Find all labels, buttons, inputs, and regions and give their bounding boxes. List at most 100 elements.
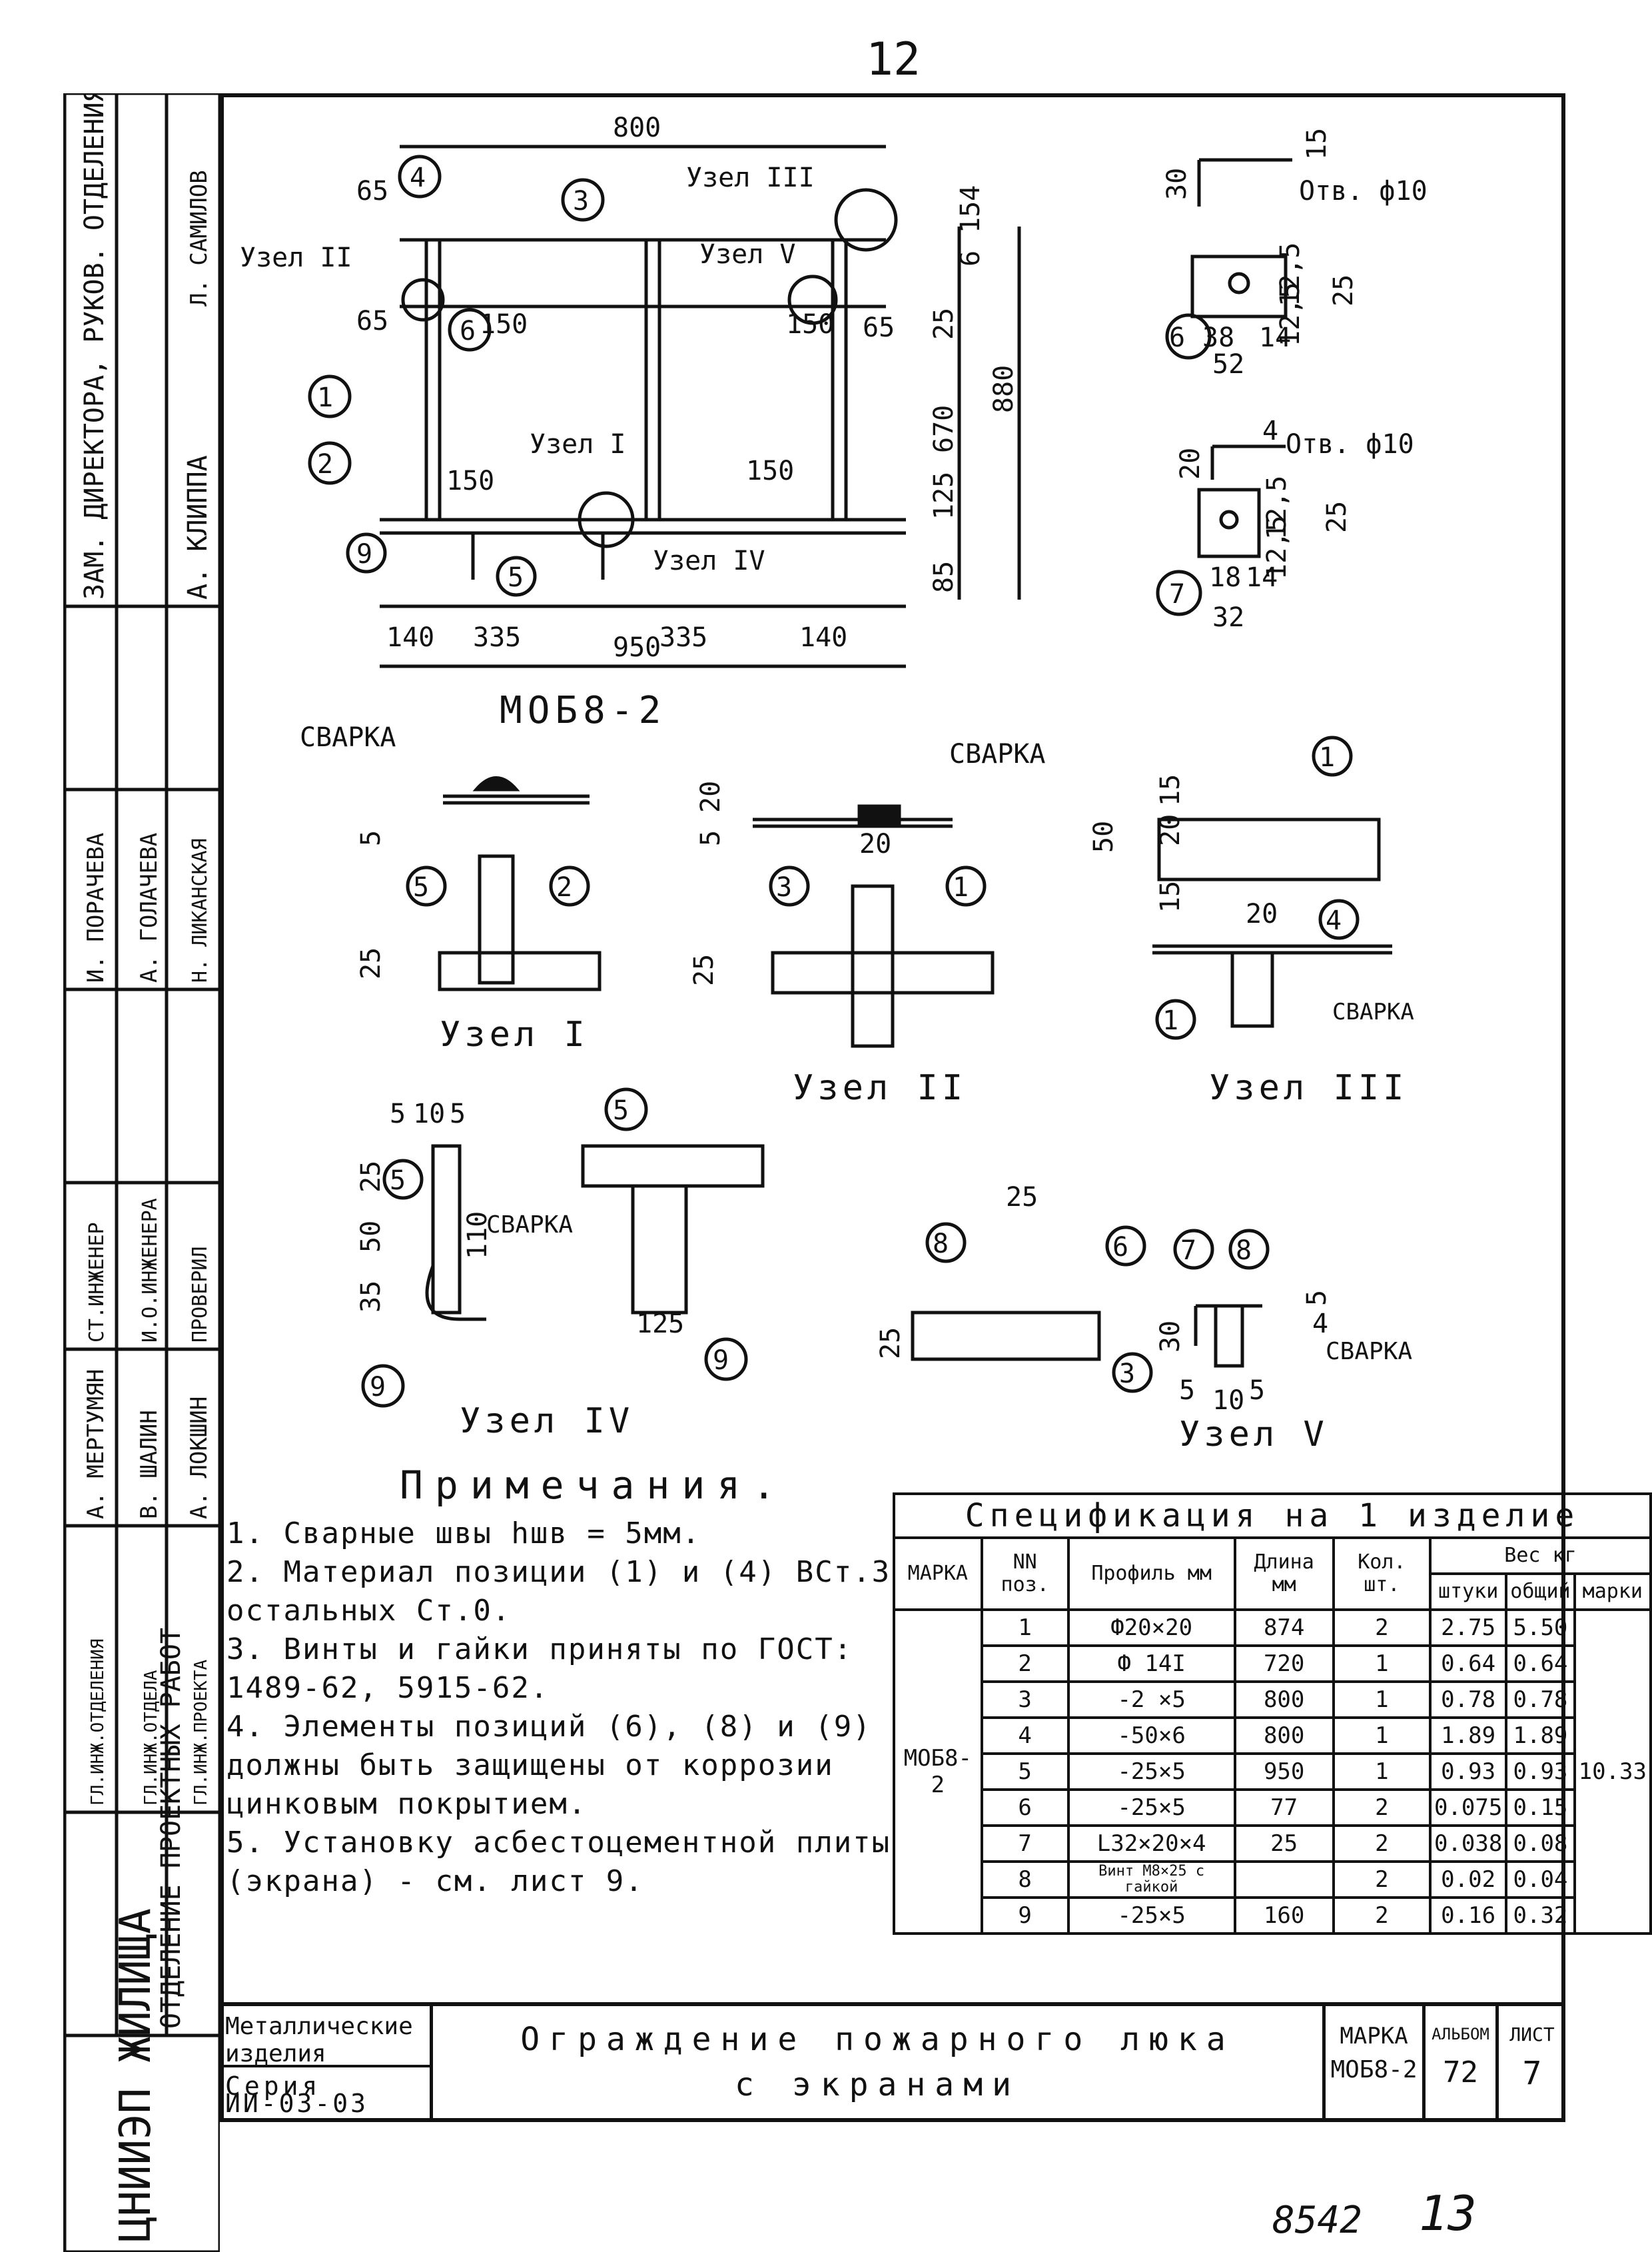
tb-category: Металлические изделия	[225, 2013, 413, 2067]
sidebar-stamp: ЗАМ. ДИРЕКТОРА, РУКОВ. ОТДЕЛЕНИЯ А. КЛИП…	[63, 93, 220, 2252]
svg-text:Отв. ф10: Отв. ф10	[1286, 429, 1414, 460]
stamp-org: ЦНИИЭП ЖИЛИЩА	[111, 1908, 161, 2242]
svg-text:140: 140	[799, 622, 847, 653]
spec-header-nn: NN поз.	[980, 1536, 1070, 1611]
svg-text:335: 335	[473, 622, 521, 653]
svg-text:150: 150	[446, 466, 494, 496]
notes-section: Примечания. 1. Сварные швы hшв = 5мм. 2.…	[226, 1462, 926, 1901]
svg-text:5: 5	[390, 1165, 406, 1196]
spec-mark-weight: 10.33	[1573, 1608, 1652, 1935]
spec-header-weight: Вес кг	[1428, 1536, 1652, 1575]
spec-header-total: общий	[1505, 1572, 1576, 1611]
svg-text:СВАРКА: СВАРКА	[1326, 1338, 1412, 1365]
svg-text:5: 5	[390, 1099, 406, 1129]
svg-text:32: 32	[1212, 602, 1244, 633]
svg-text:880: 880	[989, 365, 1019, 413]
svg-text:5: 5	[613, 1095, 629, 1126]
svg-text:8: 8	[933, 1229, 949, 1259]
stamp-name-2: Л. САМИЛОВ	[186, 170, 212, 306]
svg-text:3: 3	[1119, 1359, 1135, 1389]
svg-text:10: 10	[413, 1099, 445, 1129]
svg-text:СВАРКА: СВАРКА	[486, 1211, 573, 1239]
spec-header-length: Длина мм	[1233, 1536, 1335, 1611]
svg-text:3: 3	[776, 872, 792, 903]
svg-text:12,5: 12,5	[1275, 282, 1306, 346]
note-2: 2. Материал позиции (1) и (4) ВСт.3 оста…	[226, 1555, 891, 1628]
bottom-number: 13	[1419, 2185, 1477, 2241]
drawing-frame	[220, 93, 1565, 2122]
stamp-role-9: ПРОВЕРИЛ	[189, 1247, 212, 1343]
tb-sheet-label: ЛИСТ	[1509, 2023, 1555, 2045]
svg-text:Узел I: Узел I	[530, 429, 626, 460]
svg-text:25: 25	[1006, 1182, 1038, 1213]
svg-text:7: 7	[1180, 1235, 1196, 1266]
tb-series: ИИ-03-03	[225, 2089, 369, 2118]
svg-text:12,5: 12,5	[1275, 243, 1306, 306]
svg-text:Отв. ф10: Отв. ф10	[1299, 176, 1428, 207]
stamp-name-4: А. ГОЛАЧЕВА	[136, 833, 163, 983]
svg-text:2: 2	[556, 872, 572, 903]
svg-text:1: 1	[1162, 1005, 1178, 1036]
svg-text:25: 25	[1322, 501, 1352, 533]
svg-text:5: 5	[1302, 1290, 1332, 1306]
svg-text:670: 670	[929, 405, 959, 453]
notes-title: Примечания.	[400, 1462, 788, 1508]
svg-text:30: 30	[1162, 168, 1192, 200]
svg-text:4: 4	[1262, 416, 1278, 446]
svg-text:14: 14	[1246, 562, 1278, 593]
svg-text:10: 10	[1212, 1385, 1244, 1416]
svg-text:15: 15	[1302, 128, 1332, 160]
svg-text:65: 65	[356, 306, 388, 336]
stamp-name-7: В. ШАЛИН	[136, 1410, 163, 1519]
spec-mark: МОБ8-2	[893, 1608, 983, 1935]
svg-text:СВАРКА: СВАРКА	[300, 722, 396, 753]
svg-text:25: 25	[689, 954, 719, 986]
stamp-name-3: И. ПОРАЧЕВА	[83, 833, 109, 983]
stamp-name-5: Н. ЛИКАНСКАЯ	[189, 838, 212, 983]
svg-text:25: 25	[875, 1327, 906, 1359]
spec-header-qty: Кол. шт.	[1332, 1536, 1432, 1611]
tb-mark-cell: МАРКА МОБ8-2	[1326, 2006, 1426, 2122]
bottom-code: 8542	[1272, 2199, 1362, 2242]
svg-text:14: 14	[1259, 322, 1291, 353]
svg-text:5: 5	[1249, 1375, 1265, 1406]
note-1: 1. Сварные швы hшв = 5мм.	[226, 1516, 701, 1550]
spec-header-profile: Профиль мм	[1066, 1536, 1236, 1611]
svg-text:5: 5	[413, 872, 429, 903]
dim-800: 800	[613, 113, 661, 143]
svg-text:150: 150	[746, 456, 794, 486]
svg-text:СВАРКА: СВАРКА	[949, 739, 1046, 770]
tb-album: 72	[1443, 2055, 1478, 2089]
svg-text:335: 335	[659, 622, 707, 653]
spec-header-mark: марки	[1573, 1572, 1652, 1611]
note-3: 3. Винты и гайки приняты по ГОСТ: 1489-6…	[226, 1632, 853, 1705]
svg-text:15: 15	[1155, 774, 1186, 806]
svg-text:125: 125	[929, 472, 959, 520]
svg-text:7: 7	[1169, 579, 1185, 610]
svg-text:Узел III: Узел III	[686, 163, 815, 193]
svg-text:Узел IV: Узел IV	[653, 546, 765, 576]
svg-text:150: 150	[786, 309, 834, 340]
svg-text:18: 18	[1209, 562, 1241, 593]
title-block: Металлические изделия Серия ИИ-03-03 Огр…	[220, 2002, 1565, 2126]
tb-series-label: Серия	[220, 2065, 430, 2101]
svg-text:154: 154	[955, 185, 986, 233]
note-4: 4. Элементы позиций (6), (8) и (9) должн…	[226, 1710, 872, 1821]
svg-text:150: 150	[480, 309, 528, 340]
svg-text:5: 5	[356, 830, 386, 846]
svg-text:12,5: 12,5	[1262, 516, 1292, 580]
svg-text:38: 38	[1202, 322, 1234, 353]
page-number: 12	[866, 33, 921, 86]
svg-text:950: 950	[613, 632, 661, 663]
svg-text:6: 6	[460, 316, 476, 346]
svg-text:СВАРКА: СВАРКА	[1332, 999, 1414, 1025]
svg-text:Узел IV: Узел IV	[460, 1401, 633, 1441]
tb-sheet-cell: ЛИСТ 7	[1499, 2006, 1565, 2122]
